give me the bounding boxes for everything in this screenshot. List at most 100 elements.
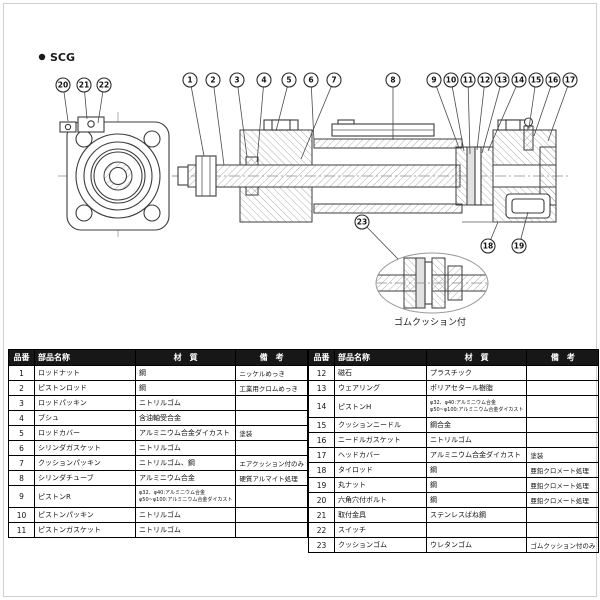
leader-line — [310, 79, 315, 142]
column-header: 材 質 — [134, 349, 237, 366]
balloon-circle — [281, 72, 297, 88]
balloon-number: 12 — [480, 76, 490, 85]
bushing — [245, 186, 259, 196]
balloon-circle — [511, 72, 527, 88]
switch-rail — [331, 119, 435, 137]
balloon-19: 19 — [511, 238, 527, 254]
rail-switch — [337, 119, 355, 125]
part-remarks — [526, 417, 600, 433]
part-name: タイロッド — [334, 462, 428, 478]
leader-line — [212, 79, 225, 166]
part-material — [426, 522, 528, 538]
leader-line — [450, 79, 465, 152]
balloon-3: 3 — [229, 72, 245, 88]
leader-line — [300, 79, 335, 160]
balloon-number: 15 — [531, 76, 541, 85]
part-name: スイッチ — [334, 522, 428, 538]
bore-circle — [93, 151, 143, 201]
balloon-number: 16 — [548, 76, 558, 85]
part-name: ピストンガスケット — [34, 522, 136, 538]
part-name: 丸ナット — [334, 477, 428, 493]
part-remarks — [235, 440, 309, 456]
part-remarks — [526, 365, 600, 381]
part-material: ポリアセタール樹脂 — [426, 380, 528, 396]
part-name: ロッドナット — [34, 365, 136, 381]
leader-line — [256, 79, 265, 163]
balloon-number: 5 — [286, 76, 291, 85]
part-material: ニトリルゴム — [134, 522, 237, 538]
column-header: 部品名称 — [334, 349, 428, 366]
leader-line — [547, 79, 571, 142]
bore-circle — [83, 141, 153, 211]
balloon-circle — [480, 238, 496, 254]
part-material: アルミニウム合金 — [134, 470, 237, 486]
balloon-number: 3 — [234, 76, 239, 85]
part-name: ニードルガスケット — [334, 432, 428, 448]
balloon-circle — [303, 72, 319, 88]
part-name: クッションニードル — [334, 417, 428, 433]
part-remarks: ゴムクッション付のみ — [526, 537, 600, 553]
rod-thread-tip — [177, 166, 189, 186]
balloon-7: 7 — [326, 72, 342, 88]
bolt-hole — [143, 130, 161, 148]
detail-bubble-outline — [375, 252, 489, 314]
part-remarks — [235, 522, 309, 538]
part-material: 鋼 — [426, 462, 528, 478]
part-remarks — [235, 507, 309, 523]
part-no: 8 — [8, 470, 35, 486]
switch-bracket — [59, 116, 105, 133]
part-material: ニトリルゴム — [134, 395, 237, 411]
part-name: ピストンパッキン — [34, 507, 136, 523]
part-remarks: 亜鉛クロメート処理 — [526, 462, 600, 478]
rod-end-face — [108, 166, 128, 186]
balloon-10: 10 — [443, 72, 459, 88]
column-header: 備 考 — [235, 349, 309, 366]
part-material: 鋼合金 — [426, 417, 528, 433]
balloon-number: 21 — [79, 81, 89, 90]
balloon-23: 23 — [354, 214, 370, 230]
leader-line — [189, 79, 205, 157]
column-header: 品番 — [308, 349, 336, 366]
piston-rod — [187, 164, 461, 188]
part-no: 3 — [8, 395, 35, 411]
part-name: 磁石 — [334, 365, 428, 381]
piston-h — [480, 146, 494, 206]
part-no: 6 — [8, 440, 35, 456]
balloon-number: 10 — [446, 76, 456, 85]
balloon-number: 23 — [357, 218, 367, 227]
leader-line — [433, 79, 460, 149]
tie-rod-and-nut — [462, 193, 551, 223]
piston-assembly — [455, 146, 494, 206]
part-remarks — [235, 395, 309, 411]
column-header: 品番 — [8, 349, 35, 366]
part-no: 9 — [8, 485, 35, 508]
tube-wall-bottom — [313, 203, 463, 214]
balloon-circle — [205, 72, 221, 88]
part-material: ニトリルゴム — [426, 432, 528, 448]
part-material: 鋼 — [426, 492, 528, 508]
balloon-6: 6 — [303, 72, 319, 88]
part-remarks — [235, 410, 309, 426]
balloon-14: 14 — [511, 72, 527, 88]
part-name: シリンダガスケット — [34, 440, 136, 456]
header-row: 品番部品名称材 質備 考 — [8, 349, 309, 366]
balloon-number: 6 — [308, 76, 313, 85]
balloon-number: 17 — [565, 76, 575, 85]
balloon-number: 7 — [331, 76, 336, 85]
column-header: 材 質 — [426, 349, 528, 366]
product-code-label: SCG — [38, 51, 75, 64]
part-material: 含油軸受合金 — [134, 410, 237, 426]
rod-nut — [195, 155, 217, 197]
bore-circle — [75, 133, 161, 219]
balloon-21: 21 — [76, 77, 92, 93]
